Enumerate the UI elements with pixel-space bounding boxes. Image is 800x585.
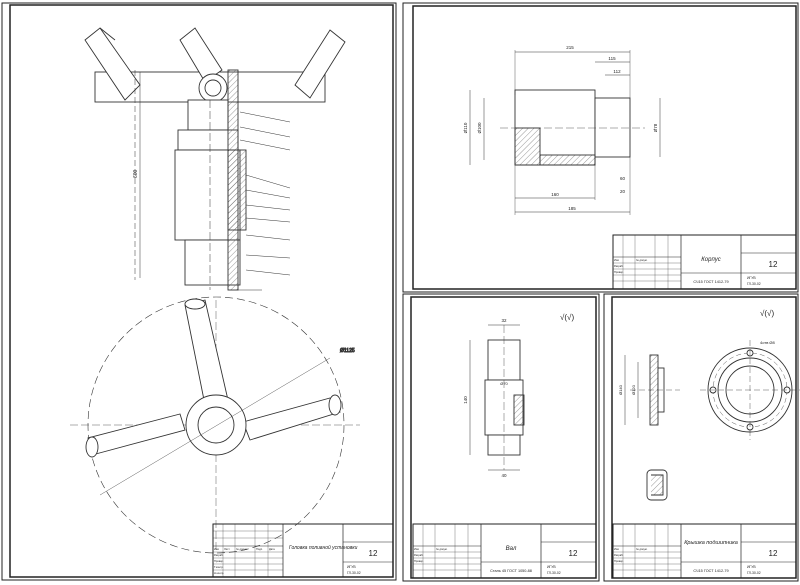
sheet-assembly-outer (1, 2, 397, 581)
sheet-shaft: √(√) 140 Ø70 32 40 (402, 293, 600, 582)
tb-label-razrab: Разраб. (214, 553, 224, 557)
tb-label-tkontr: Т.контр. (214, 565, 224, 569)
sheet-cover: √(√) Ø140 Ø120 4отв Ø8 (603, 293, 800, 582)
sheet-assembly-frame (9, 4, 394, 578)
shaft-dim-d: Ø70 (500, 381, 508, 386)
tb-label-razrab: Разраб. (614, 264, 624, 268)
shaft-drawing (469, 324, 525, 471)
body-dim-t1: 60 (620, 176, 626, 181)
tb-label-doc: № докум. (636, 259, 648, 262)
tb-label-nkontr: Н.контр. (214, 571, 224, 575)
body-dim-d3: Ø78 (653, 123, 658, 132)
tb-label-date: Дата (269, 547, 275, 551)
shaft-dim-len: 140 (463, 396, 468, 404)
body-dim-l2: 112 (613, 69, 621, 74)
cover-dim-d1: Ø140 (618, 384, 623, 395)
cover-roughness: √(√) (760, 309, 774, 318)
title-block-assembly: Изм Лист № докум. Подп. Дата Разраб. Про… (212, 523, 394, 578)
title-body-code: ИГУВ (747, 276, 756, 280)
tb-label-razrab: Разраб. (614, 553, 624, 557)
title-shaft-code2: ГЛ-30-02 (547, 571, 561, 575)
tb-label-prov: Провер. (614, 270, 624, 274)
tb-label-razrab: Разраб. (414, 553, 424, 557)
tb-label-doc: № докум. (436, 548, 448, 551)
cover-dim-d2: Ø120 (631, 384, 636, 395)
tb-label-doc: № докум. (236, 548, 248, 551)
title-cover-code2: ГЛ-30-02 (747, 571, 761, 575)
title-assembly-sheetcount: 12 (369, 549, 378, 558)
assembly-plan-view: Ø1125 (70, 296, 360, 554)
title-cover-code: ИГУВ (747, 565, 756, 569)
title-block-cover: Изм № докум. Разраб. Провер. Крышка подш… (612, 523, 797, 579)
title-cover-material: СЧ15 ГОСТ 1412-79 (693, 569, 728, 573)
title-cover-name: Крышка подшипника (684, 540, 738, 546)
tb-label-prov: Провер. (614, 559, 624, 563)
tb-label-prov: Провер. (214, 559, 224, 563)
shaft-roughness: √(√) (560, 313, 574, 322)
title-assembly-name: Головка поливной установки (289, 544, 358, 551)
title-assembly-code: ИГУВ (347, 565, 356, 569)
title-cover-sheetcount: 12 (769, 549, 778, 558)
body-dim-d2: Ø100 (477, 122, 482, 134)
title-shaft-sheetcount: 12 (569, 549, 578, 558)
cover-front-view (700, 340, 800, 440)
cover-holes-label: 4отв Ø8 (760, 340, 776, 345)
tb-label-prov: Провер. (414, 559, 424, 563)
title-body-material: СЧ15 ГОСТ 1412-79 (693, 280, 728, 284)
body-dim-d1: Ø110 (463, 122, 468, 133)
tb-label-izm: Изм (414, 547, 419, 551)
title-body-code2: ГЛ-30-02 (747, 282, 761, 286)
sheet-assembly: 600 Ø1125 (1, 2, 397, 581)
shaft-dim-top: 32 (501, 318, 507, 323)
title-shaft-material: Сталь 45 ГОСТ 1050-88 (490, 569, 532, 573)
title-body-sheetcount: 12 (769, 260, 778, 269)
tb-label-izm: Изм (614, 258, 619, 262)
sheet-body: 215 115 112 Ø110 Ø100 Ø78 160 185 60 20 (402, 2, 799, 293)
body-dim-t2: 20 (620, 189, 626, 194)
tb-label-sign: Подп. (256, 547, 263, 551)
assembly-leaders (239, 111, 291, 276)
title-block-body: Изм № докум. Разраб. Провер. Корпус СЧ15… (612, 234, 797, 290)
body-dim-b2: 185 (568, 206, 576, 211)
body-dim-l1: 115 (608, 56, 616, 61)
title-body-name: Корпус (701, 257, 721, 263)
body-dim-top: 215 (566, 45, 574, 50)
tb-label-izm: Изм (214, 547, 219, 551)
body-drawing (469, 50, 661, 215)
cover-section-view (624, 354, 680, 501)
title-shaft-name: Вал (506, 546, 517, 552)
body-dim-b1: 160 (551, 192, 559, 197)
shaft-dim-bot: 40 (501, 473, 507, 478)
assembly-height-label: 600 (133, 169, 139, 178)
title-shaft-code: ИГУВ (547, 565, 556, 569)
tb-label-list: Лист (224, 547, 230, 551)
title-assembly-code2: ГЛ-30-02 (347, 571, 361, 575)
assembly-diameter-label: Ø1125 (340, 348, 355, 354)
tb-label-izm: Изм (614, 547, 619, 551)
tb-label-doc: № докум. (636, 548, 648, 551)
assembly-height-dimension: 600 (133, 72, 141, 278)
assembly-top-view (84, 27, 346, 291)
title-block-shaft: Изм № докум. Разраб. Провер. Вал Сталь 4… (412, 523, 597, 579)
